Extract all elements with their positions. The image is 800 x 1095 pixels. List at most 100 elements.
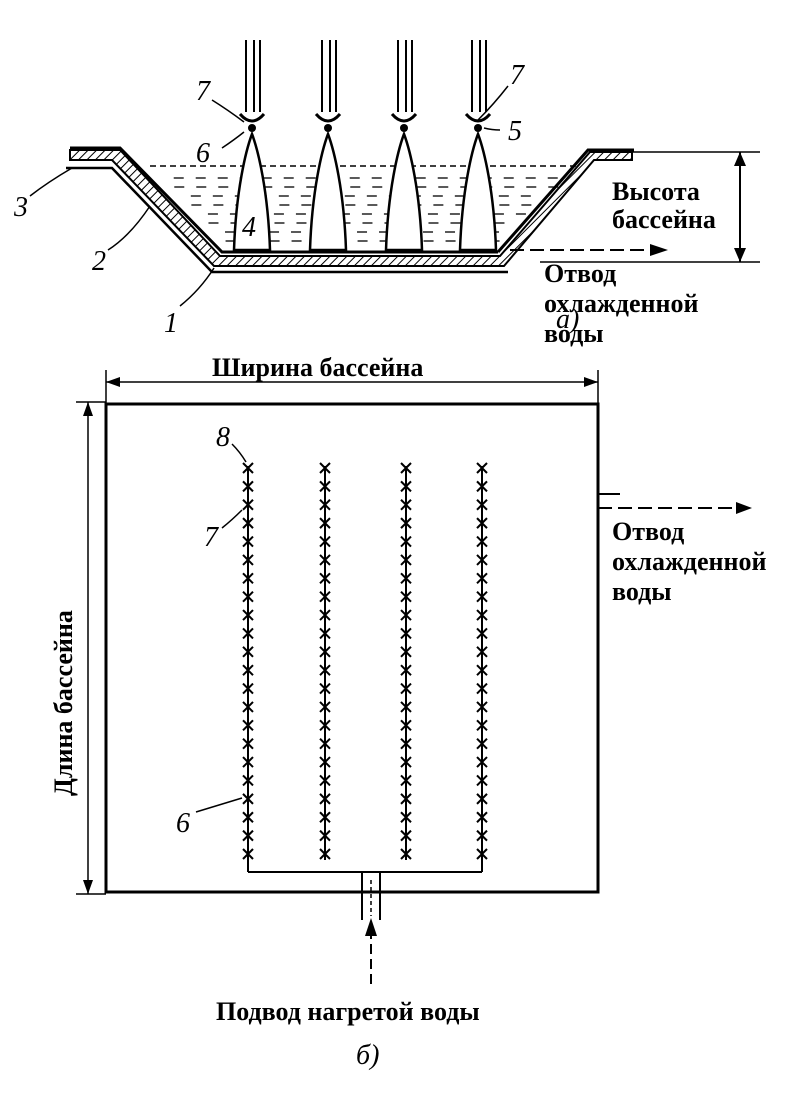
nozzle-mark bbox=[319, 793, 331, 805]
nozzle-mark bbox=[400, 682, 412, 695]
nozzle bbox=[474, 124, 482, 132]
spray-jet-2 bbox=[308, 40, 348, 252]
nozzle-mark bbox=[242, 609, 254, 621]
nozzle-mark bbox=[400, 848, 412, 860]
nozzle-rows bbox=[242, 462, 488, 860]
nozzle-mark bbox=[319, 535, 331, 548]
pool-height-label-line1: Высота bbox=[612, 177, 700, 206]
nozzle-mark bbox=[319, 829, 331, 842]
nozzle-row-2 bbox=[319, 462, 331, 860]
nozzle-mark bbox=[400, 664, 412, 676]
nozzle-mark bbox=[242, 627, 254, 640]
nozzle-mark bbox=[319, 848, 331, 860]
nozzle-mark bbox=[400, 572, 412, 584]
inlet-label: Подвод нагретой воды bbox=[216, 997, 480, 1026]
nozzle-mark bbox=[242, 738, 254, 750]
nozzle-mark bbox=[400, 756, 412, 768]
callout-8: 8 bbox=[216, 422, 230, 453]
nozzle-mark bbox=[400, 646, 412, 658]
callout-7-right: 7 bbox=[510, 60, 525, 91]
nozzle-mark bbox=[242, 774, 254, 787]
outlet-label-a-line2: охлажденной bbox=[544, 289, 698, 318]
nozzle-mark bbox=[319, 719, 331, 732]
callout-leaders-a bbox=[29, 85, 509, 307]
nozzle-mark bbox=[242, 701, 254, 713]
nozzle-mark bbox=[319, 701, 331, 713]
nozzle-mark bbox=[476, 462, 488, 474]
outlet-label-b-line1: Отвод bbox=[612, 517, 684, 546]
callout-1: 1 bbox=[164, 308, 178, 339]
nozzle-mark bbox=[319, 738, 331, 750]
width-label: Ширина бассейна bbox=[212, 353, 423, 382]
callout-4: 4 bbox=[242, 212, 256, 243]
callout-7-b: 7 bbox=[204, 522, 219, 553]
nozzle-mark bbox=[319, 646, 331, 658]
caption-a: а) bbox=[556, 304, 579, 335]
outlet-label-a-line3: воды bbox=[544, 319, 604, 348]
nozzle-mark bbox=[476, 811, 488, 823]
nozzle-mark bbox=[400, 701, 412, 713]
nozzle-mark bbox=[476, 829, 488, 842]
nozzle-mark bbox=[319, 627, 331, 640]
nozzle-mark bbox=[400, 535, 412, 548]
nozzle-mark bbox=[476, 701, 488, 713]
pond-lining bbox=[66, 146, 634, 274]
length-label: Длина бассейна bbox=[49, 610, 78, 796]
nozzle-mark bbox=[319, 499, 331, 511]
nozzle-mark bbox=[400, 462, 412, 474]
callout-5: 5 bbox=[508, 116, 522, 147]
nozzle bbox=[248, 124, 256, 132]
spray-jet-1 bbox=[232, 40, 272, 252]
nozzle-mark bbox=[400, 499, 412, 511]
nozzle-mark bbox=[400, 811, 412, 823]
nozzle-mark bbox=[476, 590, 488, 603]
outlet-label-b-line3: воды bbox=[612, 577, 672, 606]
spray-jet-3 bbox=[384, 40, 424, 252]
nozzle-mark bbox=[242, 811, 254, 823]
nozzle-mark bbox=[319, 462, 331, 474]
spray-jet-4 bbox=[458, 40, 498, 252]
width-dimension bbox=[105, 370, 599, 404]
nozzle-mark bbox=[242, 462, 254, 474]
nozzle-head bbox=[390, 112, 418, 123]
nozzle-mark bbox=[319, 554, 331, 566]
nozzle-head bbox=[238, 112, 266, 123]
nozzle-mark bbox=[242, 756, 254, 768]
callout-6-a: 6 bbox=[196, 138, 210, 169]
nozzle-mark bbox=[319, 609, 331, 621]
nozzle-mark bbox=[242, 499, 254, 511]
nozzle-mark bbox=[319, 774, 331, 787]
cross-section-view: а) Высота бассейна Отвод охлажденной вод… bbox=[13, 40, 760, 348]
nozzle-mark bbox=[476, 682, 488, 695]
nozzle-mark bbox=[242, 848, 254, 860]
nozzle-mark bbox=[476, 517, 488, 529]
length-dimension bbox=[76, 401, 106, 895]
nozzle-mark bbox=[476, 793, 488, 805]
outlet-label-a-line1: Отвод bbox=[544, 259, 616, 288]
nozzle-mark bbox=[476, 609, 488, 621]
nozzle-mark bbox=[319, 480, 331, 493]
nozzle-mark bbox=[242, 535, 254, 548]
callout-6-b: 6 bbox=[176, 808, 190, 839]
nozzle-mark bbox=[319, 682, 331, 695]
callout-3: 3 bbox=[13, 192, 28, 223]
nozzle-mark bbox=[400, 738, 412, 750]
nozzle-mark bbox=[319, 517, 331, 529]
nozzle-mark bbox=[476, 774, 488, 787]
nozzle-mark bbox=[242, 517, 254, 529]
nozzle-mark bbox=[400, 480, 412, 493]
nozzle-mark bbox=[400, 829, 412, 842]
basin-outline bbox=[104, 402, 600, 894]
nozzle-mark bbox=[476, 664, 488, 676]
nozzle-mark bbox=[242, 793, 254, 805]
nozzle-mark bbox=[476, 499, 488, 511]
nozzle-mark bbox=[400, 609, 412, 621]
nozzle-mark bbox=[242, 554, 254, 566]
header-pipe bbox=[247, 860, 483, 920]
caption-b: б) bbox=[356, 1040, 379, 1071]
nozzle-mark bbox=[476, 646, 488, 658]
nozzle-mark bbox=[476, 756, 488, 768]
outlet-arrow-b bbox=[598, 493, 752, 514]
nozzle-mark bbox=[476, 572, 488, 584]
